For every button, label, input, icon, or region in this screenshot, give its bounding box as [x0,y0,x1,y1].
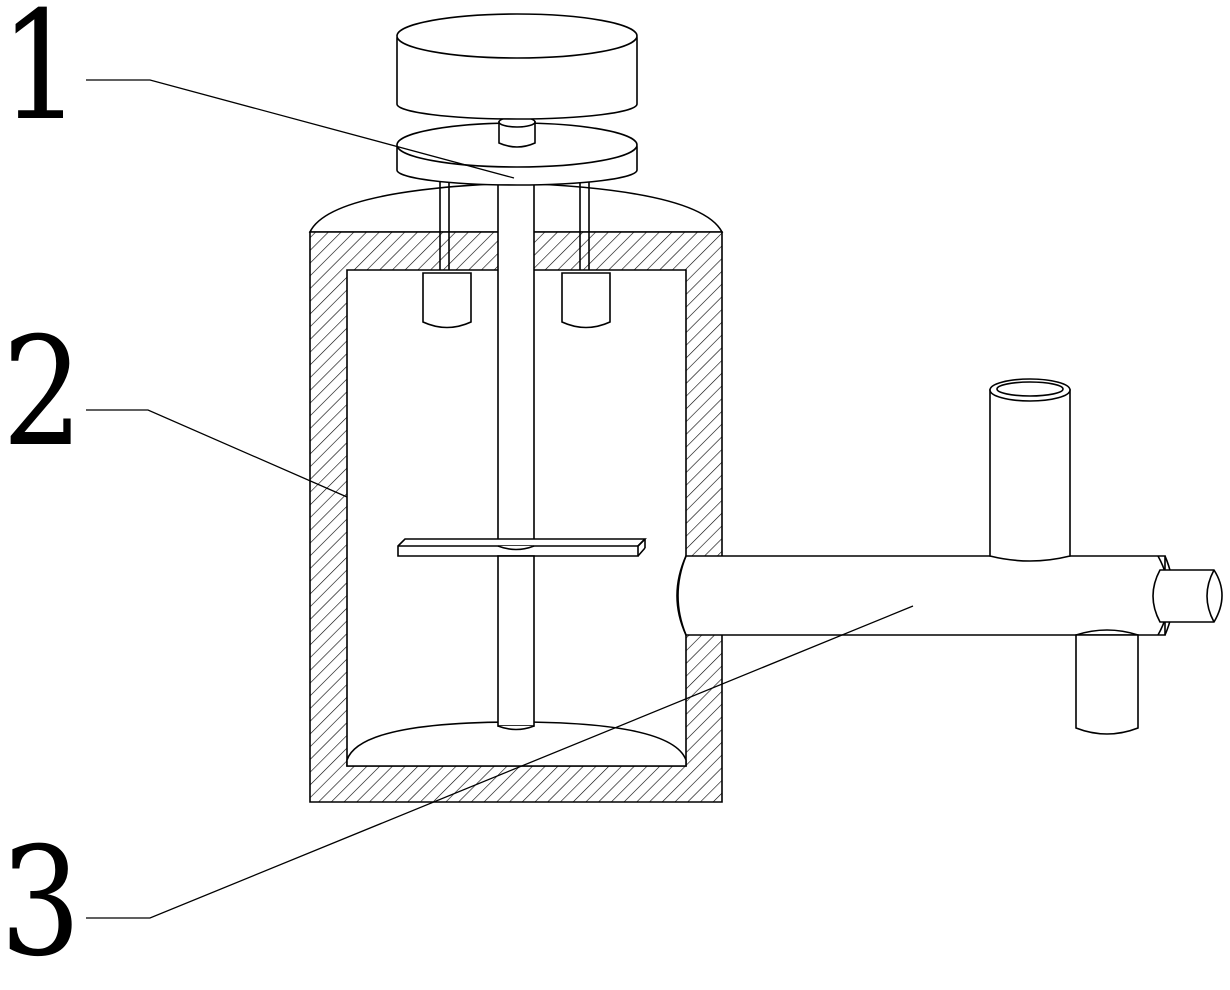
leader-line-2 [86,409,348,498]
shaft-collar [497,545,535,551]
motor-drum [396,37,638,120]
motor-drum-top [396,13,638,59]
callout-label-2: 2 [2,306,84,480]
technical-drawing [86,13,1223,919]
callout-label-3: 3 [0,816,82,990]
leader-line-1 [86,79,515,179]
left-inner-cylinder [422,272,472,329]
leader-line-3 [86,605,914,919]
pipe-end-cap [1152,569,1223,623]
agitator-shaft-lower [497,555,535,727]
agitator-shaft-upper [497,169,535,549]
inlet-pipe [989,389,1071,562]
drain-pipe [1075,634,1139,735]
outlet-pipe [676,555,1166,636]
right-inner-cylinder [561,272,611,329]
callout-label-1: 1 [0,0,82,154]
motor-shaft [498,121,536,148]
